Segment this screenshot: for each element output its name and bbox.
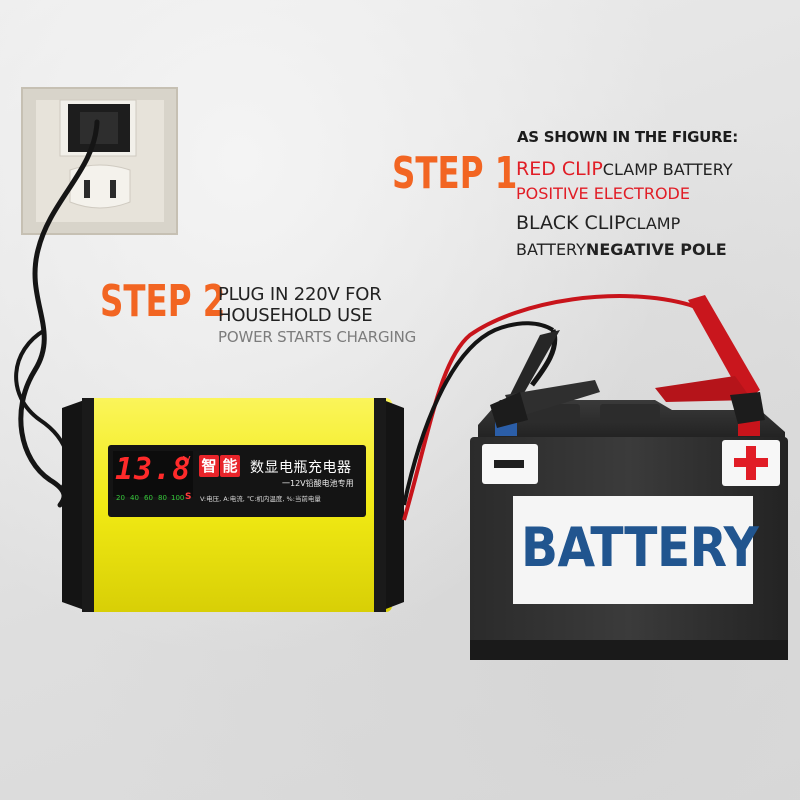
- red-clip-rest: CLAMP BATTERY: [602, 160, 733, 179]
- red-clip-text: RED CLIP: [516, 158, 603, 180]
- step2-line2: HOUSEHOLD USE: [218, 305, 373, 326]
- step2-line1: PLUG IN 220V FOR: [218, 284, 382, 305]
- badge-char-2: 能: [220, 455, 240, 477]
- lcd-pct-20: 20: [116, 494, 125, 502]
- charger-title: 数显电瓶充电器: [250, 460, 352, 476]
- black-clip-rest: CLAMP: [625, 214, 681, 233]
- negative-pole-line: BATTERYNEGATIVE POLE: [516, 240, 727, 259]
- charger: [62, 398, 404, 612]
- battery-word-text: BATTERY: [516, 240, 586, 259]
- lcd-pct-80: 80: [158, 494, 167, 502]
- step1-label: STEP 1: [392, 148, 518, 199]
- lcd-pct-40: 40: [130, 494, 139, 502]
- lcd-pct-60: 60: [144, 494, 153, 502]
- lcd-unit: V: [183, 454, 191, 467]
- negative-pole-text: NEGATIVE POLE: [585, 240, 727, 259]
- lcd-pct-100: 100: [171, 494, 185, 502]
- step2-label: STEP 2: [100, 276, 226, 327]
- red-clip-line: RED CLIPCLAMP BATTERY: [516, 158, 733, 180]
- lcd-s-mark: S: [185, 492, 192, 502]
- positive-electrode-text: POSITIVE ELECTRODE: [516, 184, 690, 203]
- badge-char-1: 智: [199, 455, 219, 477]
- step2-line3: POWER STARTS CHARGING: [218, 328, 417, 346]
- black-cable: [402, 321, 555, 506]
- black-clip-text: BLACK CLIP: [516, 212, 626, 234]
- charger-legend: V:电压, A:电流, ℃:机内温度, %:当前电量: [200, 495, 321, 503]
- wall-outlet: [21, 87, 178, 235]
- lcd-voltage-readout: 13.8: [115, 452, 192, 487]
- figure-heading: AS SHOWN IN THE FIGURE:: [517, 128, 738, 146]
- black-clip: [490, 330, 600, 428]
- power-cord: [18, 119, 100, 508]
- battery-label: BATTERY: [521, 516, 759, 579]
- black-clip-line: BLACK CLIPCLAMP: [516, 212, 680, 234]
- charger-subtitle: 一12V铅酸电池专用: [282, 479, 354, 488]
- battery: [470, 400, 788, 660]
- red-clip: [655, 295, 765, 424]
